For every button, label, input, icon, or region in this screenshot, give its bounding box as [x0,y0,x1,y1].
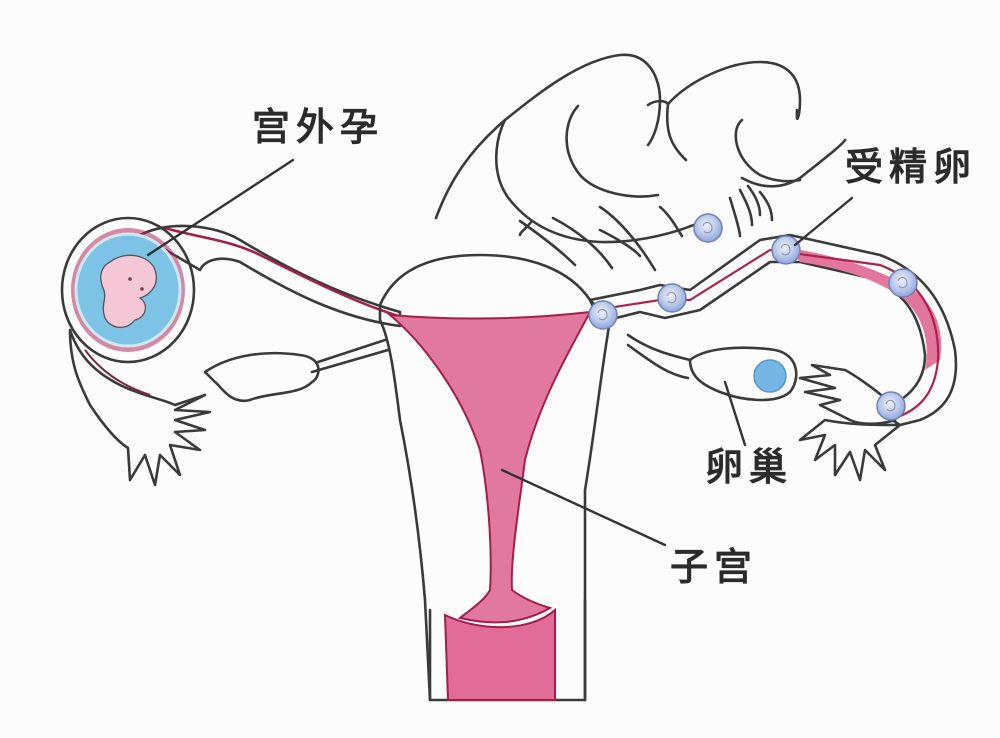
uterus [378,253,612,702]
leader-ovary [723,380,747,447]
egg-4 [657,283,687,313]
left-ovary [203,338,390,403]
right-fimbriae [798,363,902,482]
left-fallopian-tube [138,224,406,328]
label-ovary: 卵巢 [705,445,794,489]
leader-lines [146,158,854,547]
ovary-egg [753,359,787,393]
label-uterus: 子宫 [670,545,759,589]
fertilized-eggs [588,213,918,421]
left-fimbriae [68,328,212,487]
leader-ectopic [146,158,295,257]
label-fertilized-egg: 受精卵 [845,145,978,189]
embryo-icon [100,254,157,328]
egg-6 [876,391,906,421]
leader-fertilized-egg [793,196,854,247]
egg-2 [771,235,801,265]
egg-1 [693,213,723,243]
ectopic-sac [60,216,196,364]
egg-5 [588,300,618,330]
leader-uterus [500,468,667,547]
right-ovary [626,333,798,402]
label-ectopic-pregnancy: 宫外孕 [252,105,385,149]
intestine-outline [434,53,847,272]
egg-3 [888,268,918,298]
